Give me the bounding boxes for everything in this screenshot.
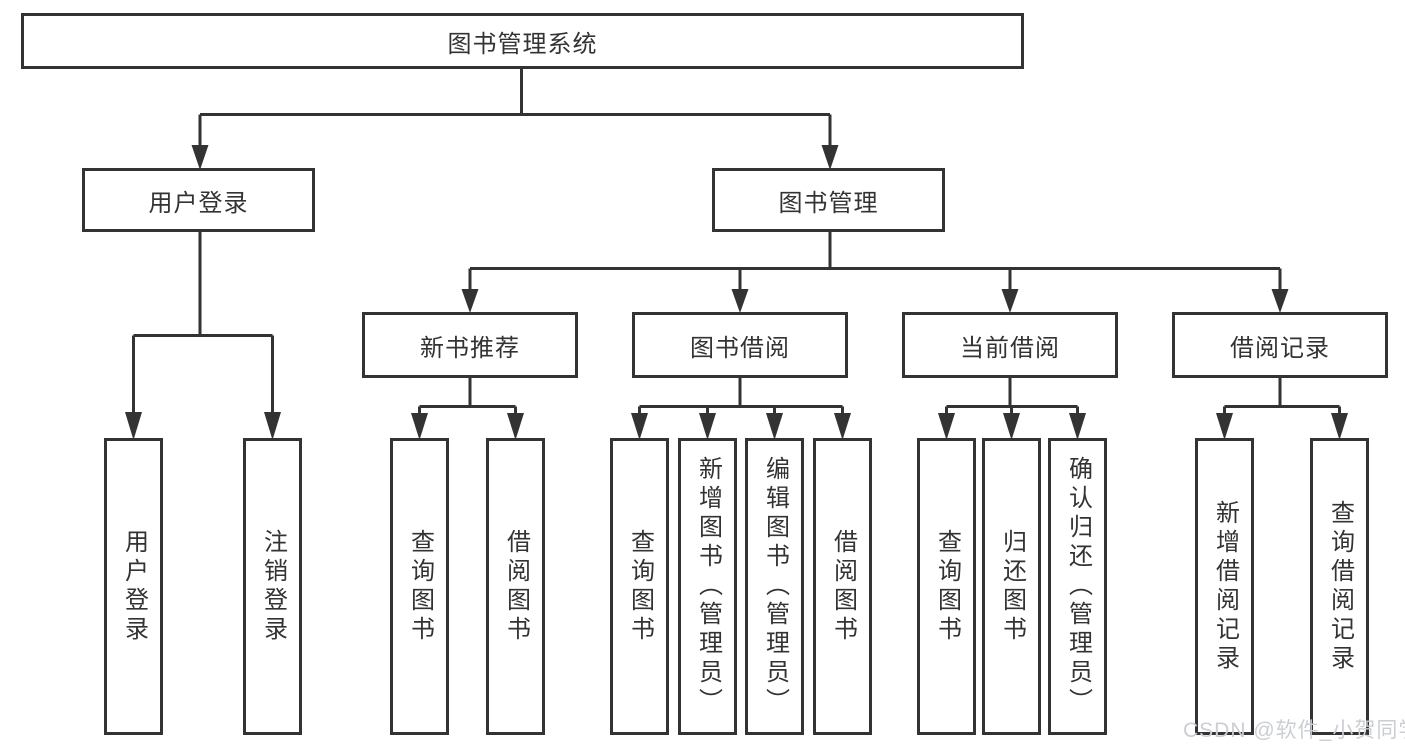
node-label: 新书推荐 xyxy=(420,334,520,362)
node-book-management: 图书管理 xyxy=(712,168,945,232)
arrow-icon xyxy=(1003,413,1020,440)
node-label: 借阅图书 xyxy=(829,528,857,645)
arrow-icon xyxy=(264,412,281,440)
leaf-query-borrow-record: 查询借阅记录 xyxy=(1310,438,1369,735)
arrow-icon xyxy=(731,289,749,313)
leaf-query-books-current: 查询图书 xyxy=(917,438,976,735)
arrow-icon xyxy=(938,413,955,440)
node-label: 确认归还（管理员） xyxy=(1064,456,1092,717)
node-label: 查询图书 xyxy=(626,528,654,645)
arrow-icon xyxy=(821,145,839,170)
node-user-login: 用户登录 xyxy=(82,168,315,232)
node-label: 当前借阅 xyxy=(960,334,1060,362)
node-label: 归还图书 xyxy=(998,528,1026,645)
arrow-icon xyxy=(699,413,716,440)
arrow-icon xyxy=(1069,413,1086,440)
edge-user-login-to-leaves xyxy=(132,232,274,413)
leaf-return-book: 归还图书 xyxy=(982,438,1041,735)
node-new-book-recommend: 新书推荐 xyxy=(362,312,578,378)
node-root-library-system: 图书管理系统 xyxy=(21,13,1024,69)
leaf-user-login: 用户登录 xyxy=(104,438,163,735)
leaf-logout: 注销登录 xyxy=(243,438,302,735)
edge-book-management-to-level3 xyxy=(468,232,1282,290)
node-label: 查询图书 xyxy=(933,528,961,645)
node-label: 图书管理 xyxy=(778,189,879,217)
edge-root-to-level2 xyxy=(198,69,832,149)
arrow-icon xyxy=(461,289,479,313)
node-label: 图书借阅 xyxy=(690,334,790,362)
node-label: 借阅记录 xyxy=(1230,334,1330,362)
edge-paths xyxy=(132,69,1341,414)
csdn-watermark: CSDN @软件_小贺同学 xyxy=(1183,719,1405,742)
arrow-icon xyxy=(1001,289,1019,313)
node-label: 新增图书（管理员） xyxy=(694,456,722,717)
node-label: 用户登录 xyxy=(148,189,249,217)
leaf-add-book-admin: 新增图书（管理员） xyxy=(678,438,737,735)
arrow-icon xyxy=(1216,413,1233,440)
node-label: 查询借阅记录 xyxy=(1326,499,1354,674)
node-label: 新增借阅记录 xyxy=(1211,499,1239,674)
arrow-icon xyxy=(411,413,428,440)
leaf-query-books-recommend: 查询图书 xyxy=(390,438,449,735)
arrow-icon xyxy=(191,145,209,170)
arrow-icon xyxy=(834,413,851,440)
node-label: 用户登录 xyxy=(120,528,148,645)
node-label: 编辑图书（管理员） xyxy=(761,456,789,717)
arrow-icon xyxy=(125,412,142,440)
arrow-icon xyxy=(507,413,524,440)
leaf-confirm-return-admin: 确认归还（管理员） xyxy=(1048,438,1107,735)
node-label: 查询图书 xyxy=(406,528,434,645)
edge-borrow-records-to-leaves xyxy=(1223,378,1341,414)
leaf-query-books-borrow: 查询图书 xyxy=(610,438,669,735)
node-current-borrow: 当前借阅 xyxy=(902,312,1118,378)
leaf-borrow-books: 借阅图书 xyxy=(813,438,872,735)
leaf-borrow-books-recommend: 借阅图书 xyxy=(486,438,545,735)
arrow-icon xyxy=(1271,289,1289,313)
node-label: 图书管理系统 xyxy=(447,30,598,58)
node-label: 注销登录 xyxy=(259,528,287,645)
leaf-add-borrow-record: 新增借阅记录 xyxy=(1195,438,1254,735)
edge-current-borrow-to-leaves xyxy=(945,378,1079,414)
node-label: 借阅图书 xyxy=(502,528,530,645)
node-book-borrow: 图书借阅 xyxy=(632,312,848,378)
arrow-icon xyxy=(1331,413,1348,440)
edge-new-book-recommend-to-leaves xyxy=(418,378,517,414)
leaf-edit-book-admin: 编辑图书（管理员） xyxy=(745,438,804,735)
edge-book-borrow-to-leaves xyxy=(638,378,844,414)
arrowheads xyxy=(125,145,1348,440)
node-borrow-records: 借阅记录 xyxy=(1172,312,1388,378)
arrow-icon xyxy=(631,413,648,440)
arrow-icon xyxy=(766,413,783,440)
